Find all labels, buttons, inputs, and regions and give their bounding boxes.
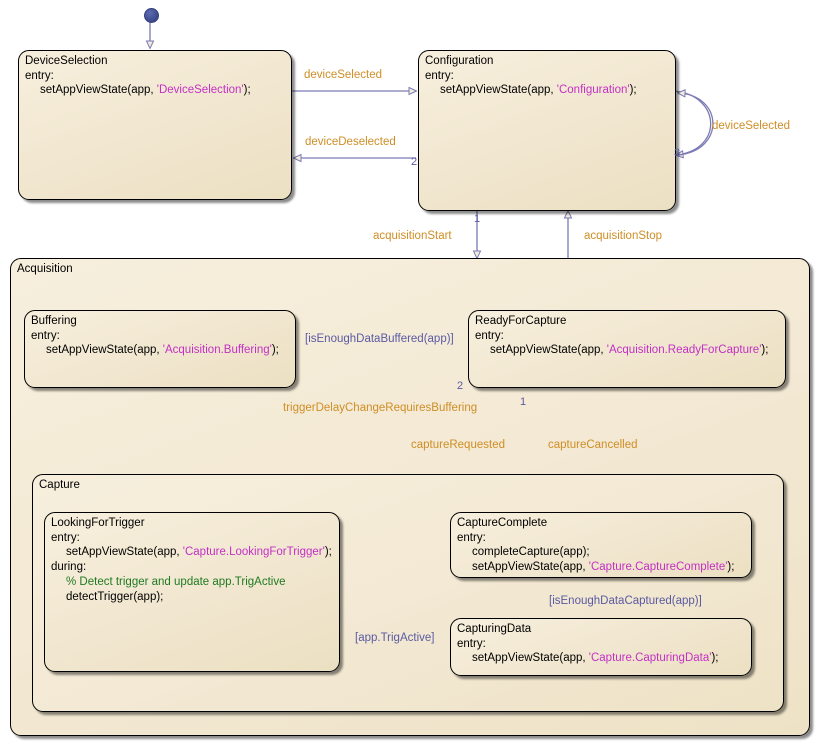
state-buffering[interactable]: Buffering entry: setAppViewState(app, 'A… xyxy=(24,310,296,388)
transition-label-device-deselected[interactable]: deviceDeselected xyxy=(305,136,396,148)
state-name: LookingForTrigger xyxy=(51,517,145,529)
transition-label-device-selected[interactable]: deviceSelected xyxy=(304,69,382,81)
entry-action: setAppViewState(app, 'Configuration'); xyxy=(440,84,637,97)
transition-order-acquisition-start: 1 xyxy=(474,213,481,225)
state-name: Capture xyxy=(39,479,80,491)
state-name: CapturingData xyxy=(457,623,532,635)
entry-action: setAppViewState(app, 'Acquisition.ReadyF… xyxy=(490,344,769,357)
state-capturing-data[interactable]: CapturingData entry: setAppViewState(app… xyxy=(450,618,752,676)
transition-label-is-enough-data-captured[interactable]: [isEnoughDataCaptured(app)] xyxy=(549,595,702,607)
transition-order-trigger-delay-change: 2 xyxy=(457,380,464,392)
state-looking-for-trigger[interactable]: LookingForTrigger entry: setAppViewState… xyxy=(44,512,340,672)
entry-action-2: setAppViewState(app, 'Capture.CaptureCom… xyxy=(472,561,735,574)
transition-order-device-deselected: 2 xyxy=(411,156,418,168)
during-action: detectTrigger(app); xyxy=(66,590,164,603)
state-device-selection[interactable]: DeviceSelection entry: setAppViewState(a… xyxy=(18,50,292,200)
entry-action: setAppViewState(app, 'DeviceSelection'); xyxy=(40,84,251,97)
during-comment: % Detect trigger and update app.TrigActi… xyxy=(66,575,286,588)
entry-label: entry: xyxy=(25,69,54,82)
state-name: Acquisition xyxy=(17,263,73,275)
state-ready-for-capture[interactable]: ReadyForCapture entry: setAppViewState(a… xyxy=(468,310,786,388)
entry-label: entry: xyxy=(475,329,504,342)
transition-label-trigger-delay-change[interactable]: triggerDelayChangeRequiresBuffering xyxy=(283,402,478,414)
state-name: DeviceSelection xyxy=(25,55,108,67)
transition-order-capture-requested: 1 xyxy=(520,396,527,408)
state-name: ReadyForCapture xyxy=(475,315,567,327)
transition-label-capture-cancelled[interactable]: captureCancelled xyxy=(548,439,638,451)
transition-label-is-enough-data-buffered[interactable]: [isEnoughDataBuffered(app)] xyxy=(305,333,454,345)
transition-order-device-selected-self: 3 xyxy=(674,147,681,159)
default-transition-dot-root xyxy=(144,8,159,23)
during-label: during: xyxy=(51,561,87,574)
entry-action: setAppViewState(app, 'Capture.CapturingD… xyxy=(472,652,719,665)
entry-label: entry: xyxy=(31,329,60,342)
state-name: Configuration xyxy=(425,55,494,67)
transition-label-app-trig-active[interactable]: [app.TrigActive] xyxy=(355,632,435,644)
state-name: Buffering xyxy=(31,315,77,327)
entry-action: setAppViewState(app, 'Acquisition.Buffer… xyxy=(46,344,279,357)
transition-label-acquisition-stop[interactable]: acquisitionStop xyxy=(584,230,662,242)
state-capture-complete[interactable]: CaptureComplete entry: completeCapture(a… xyxy=(450,512,752,578)
transition-label-capture-requested[interactable]: captureRequested xyxy=(411,439,505,451)
entry-action-1: completeCapture(app); xyxy=(472,546,590,559)
entry-label: entry: xyxy=(51,531,80,544)
entry-label: entry: xyxy=(457,637,486,650)
state-configuration[interactable]: Configuration entry: setAppViewState(app… xyxy=(418,50,676,211)
entry-label: entry: xyxy=(425,69,454,82)
entry-action: setAppViewState(app, 'Capture.LookingFor… xyxy=(66,546,332,559)
entry-label: entry: xyxy=(457,531,486,544)
transition-label-acquisition-start[interactable]: acquisitionStart xyxy=(373,230,452,242)
transition-label-device-selected-self[interactable]: deviceSelected xyxy=(712,120,790,132)
state-name: CaptureComplete xyxy=(457,517,548,529)
